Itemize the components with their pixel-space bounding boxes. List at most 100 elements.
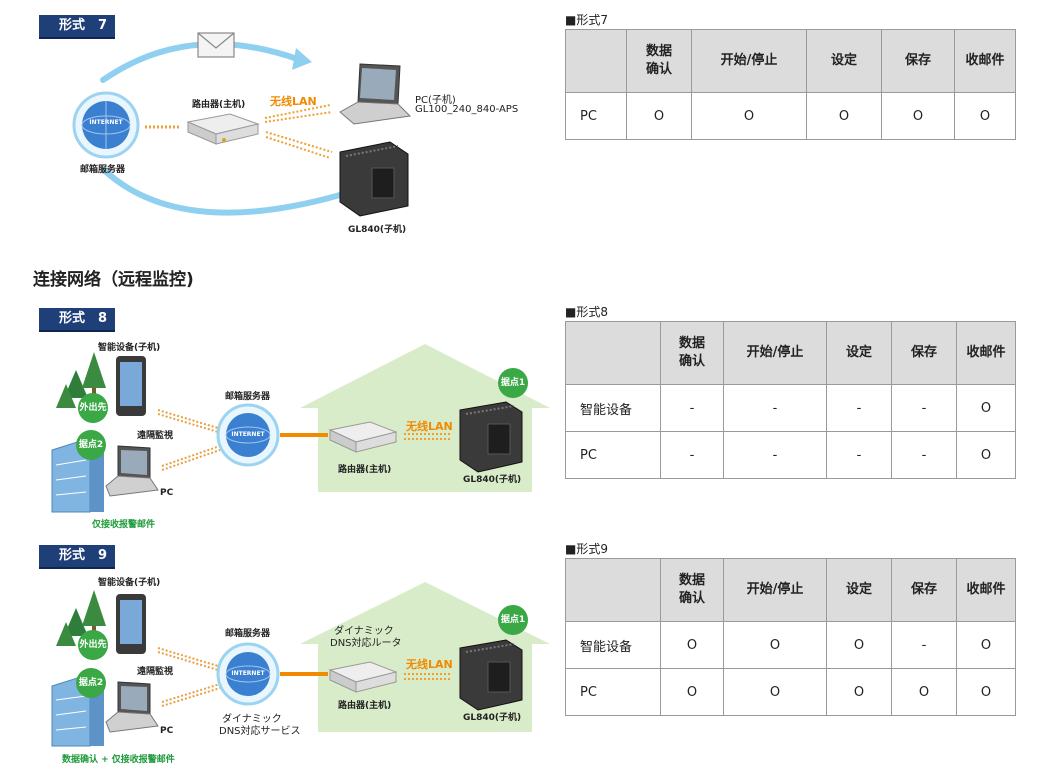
header-data-check: 数据 确认 bbox=[660, 558, 724, 622]
tree-icon bbox=[56, 590, 106, 646]
table-row: 智能设备 O O O - O bbox=[565, 621, 1016, 669]
row-label: 智能设备 bbox=[565, 621, 661, 669]
header-start-stop: 开始/停止 bbox=[723, 321, 827, 385]
table-header-row: 数据 确认 开始/停止 设定 保存 收邮件 bbox=[565, 29, 1016, 93]
table-header-row: 数据 确认 开始/停止 设定 保存 收邮件 bbox=[565, 558, 1016, 622]
cell: O bbox=[660, 668, 724, 716]
outside-badge: 外出先 bbox=[78, 393, 108, 423]
cell: O bbox=[956, 621, 1016, 669]
smart-device-label: 智能设备(子机) bbox=[98, 578, 161, 588]
section-heading: 连接网络（远程监控) bbox=[33, 270, 194, 290]
badge-label: 形式 bbox=[59, 18, 86, 33]
header-save: 保存 bbox=[891, 558, 957, 622]
pc-label: PC bbox=[160, 726, 174, 736]
table-form9: 数据 确认 开始/停止 设定 保存 收邮件 智能设备 O O O - O PC … bbox=[565, 558, 1016, 716]
pc-label: PC bbox=[160, 488, 174, 498]
gl840-device-icon bbox=[459, 639, 523, 711]
internet-text: INTERNET bbox=[231, 670, 265, 677]
mail-arc-upper bbox=[100, 41, 303, 83]
header-blank bbox=[565, 321, 661, 385]
cell: O bbox=[723, 621, 827, 669]
header-blank bbox=[565, 29, 627, 93]
row-label: PC bbox=[565, 668, 661, 716]
remote-label: 遠隔監視 bbox=[137, 667, 174, 677]
header-blank bbox=[565, 558, 661, 622]
cell: O bbox=[691, 92, 807, 140]
cell: - bbox=[891, 431, 957, 479]
figure7-diagram bbox=[72, 32, 412, 217]
cell: O bbox=[956, 668, 1016, 716]
cell: O bbox=[956, 384, 1016, 432]
router-icon bbox=[186, 113, 260, 145]
pc-label-1: PC(子机) bbox=[415, 95, 456, 106]
header-mail: 收邮件 bbox=[956, 558, 1016, 622]
footer-label: 仅接收报警邮件 bbox=[92, 520, 156, 530]
table-row: PC O O O O O bbox=[565, 668, 1016, 716]
footer-label: 数据确认 + 仅接收报警邮件 bbox=[62, 755, 175, 765]
site1-badge: 据点1 bbox=[498, 605, 528, 635]
envelope-icon bbox=[197, 32, 235, 58]
cell: - bbox=[891, 384, 957, 432]
table9-caption: ■形式9 bbox=[565, 542, 608, 556]
router-label: 路由器(主机) bbox=[338, 465, 392, 475]
router-label: 路由器(主机) bbox=[338, 701, 392, 711]
dyn-router-label-1: ダイナミック bbox=[334, 626, 394, 637]
cell: - bbox=[826, 431, 892, 479]
header-save: 保存 bbox=[891, 321, 957, 385]
table-form7: 数据 确认 开始/停止 设定 保存 收邮件 PC O O O O O bbox=[565, 29, 1016, 140]
header-settings: 设定 bbox=[826, 558, 892, 622]
mail-server-label: 邮箱服务器 bbox=[80, 165, 126, 175]
cell: O bbox=[956, 431, 1016, 479]
header-start-stop: 开始/停止 bbox=[691, 29, 807, 93]
cell: O bbox=[826, 668, 892, 716]
dyn-service-label-1: ダイナミック bbox=[222, 714, 282, 725]
dyn-router-label-2: DNS対応ルータ bbox=[330, 638, 402, 649]
dyn-service-label-2: DNS対応サービス bbox=[219, 726, 301, 737]
header-settings: 设定 bbox=[806, 29, 882, 93]
header-start-stop: 开始/停止 bbox=[723, 558, 827, 622]
table7-caption: ■形式7 bbox=[565, 13, 608, 27]
router-icon bbox=[328, 421, 398, 453]
cell: O bbox=[881, 92, 955, 140]
row-label: PC bbox=[565, 431, 661, 479]
wlan-label: 无线LAN bbox=[270, 95, 317, 108]
device-label: GL840(子机) bbox=[463, 713, 522, 723]
internet-text: INTERNET bbox=[89, 119, 123, 126]
header-data-check: 数据 确认 bbox=[626, 29, 692, 93]
gl840-device-icon bbox=[459, 401, 523, 473]
device-label: GL840(子机) bbox=[463, 475, 522, 485]
table-header-row: 数据 确认 开始/停止 设定 保存 收邮件 bbox=[565, 321, 1016, 385]
smartphone-icon bbox=[116, 356, 146, 416]
header-save: 保存 bbox=[881, 29, 955, 93]
cell: - bbox=[891, 621, 957, 669]
cell: O bbox=[954, 92, 1016, 140]
remote-label: 遠隔監視 bbox=[137, 431, 174, 441]
table-row: PC - - - - O bbox=[565, 431, 1016, 479]
internet-globe-icon bbox=[216, 642, 280, 706]
table-form8: 数据 确认 开始/停止 设定 保存 收邮件 智能设备 - - - - O PC … bbox=[565, 321, 1016, 479]
figure8-diagram bbox=[51, 344, 550, 513]
laptop-icon bbox=[105, 681, 159, 733]
router-icon bbox=[328, 661, 398, 693]
badge-number: 7 bbox=[97, 18, 107, 33]
table-row: PC O O O O O bbox=[565, 92, 1016, 140]
cell: - bbox=[723, 431, 827, 479]
cell: - bbox=[723, 384, 827, 432]
smartphone-icon bbox=[116, 594, 146, 654]
site2-badge: 据点2 bbox=[76, 668, 106, 698]
figure7-badge: 形式 7 bbox=[39, 15, 115, 39]
badge-number: 9 bbox=[97, 548, 107, 563]
pc-label-2: GL100_240_840-APS bbox=[415, 104, 519, 115]
table8-caption: ■形式8 bbox=[565, 305, 608, 319]
outside-badge: 外出先 bbox=[78, 630, 108, 660]
cell: - bbox=[660, 384, 724, 432]
row-label: 智能设备 bbox=[565, 384, 661, 432]
internet-globe-icon bbox=[216, 403, 280, 467]
cell: - bbox=[660, 431, 724, 479]
mail-server-label: 邮箱服务器 bbox=[225, 392, 271, 402]
figure9-diagram bbox=[51, 582, 550, 747]
gl840-device-icon bbox=[339, 141, 409, 217]
figure8-badge: 形式 8 bbox=[39, 308, 115, 332]
table-row: 智能设备 - - - - O bbox=[565, 384, 1016, 432]
cell: O bbox=[806, 92, 882, 140]
